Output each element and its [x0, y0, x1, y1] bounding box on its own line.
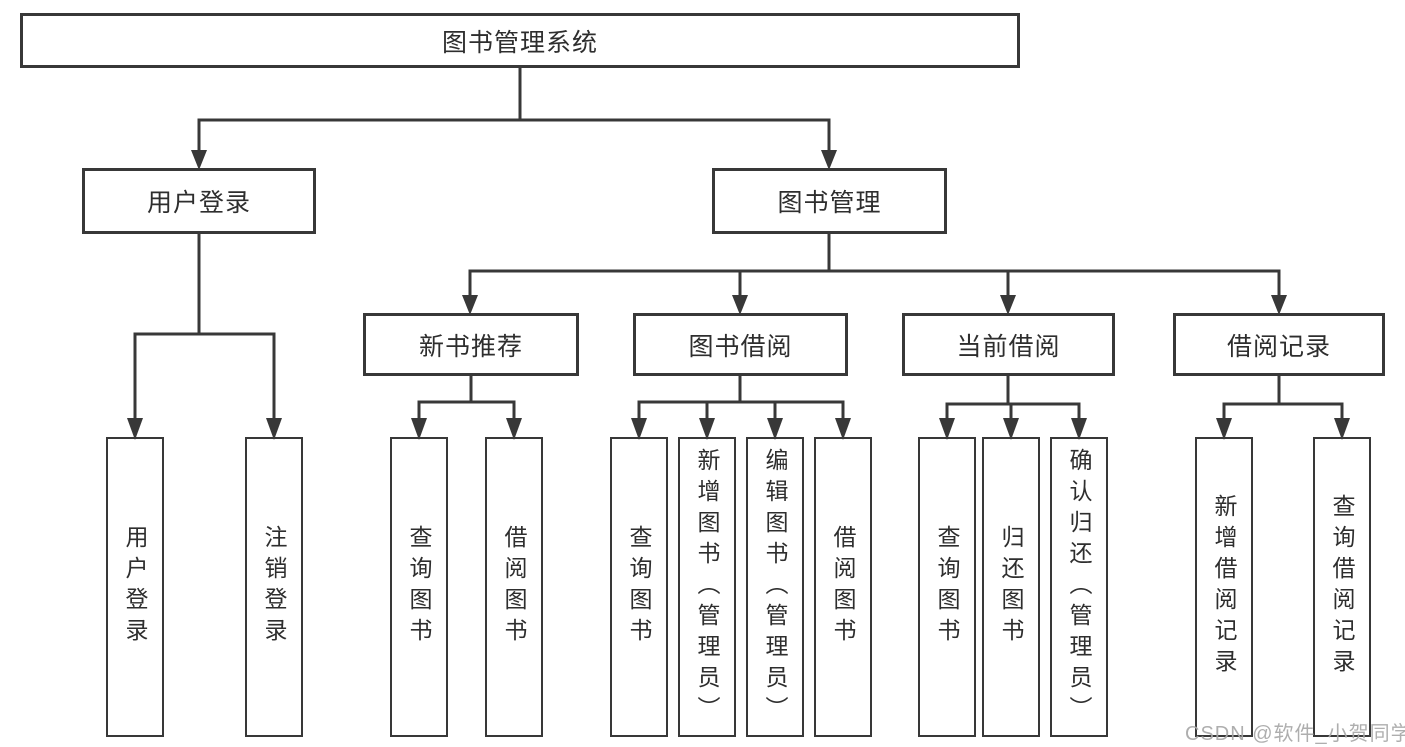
- node-borrowing-records: 借阅记录: [1173, 313, 1385, 376]
- node-new-book-recommend: 新书推荐: [363, 313, 579, 376]
- leaf-add-book-admin: 新增图书（管理员）: [678, 437, 736, 737]
- connector-book-borrowing-to-leaves: [631, 374, 851, 440]
- connector-current-borrowing-to-leaves: [939, 374, 1087, 440]
- leaf-query-borrow-record: 查询借阅记录: [1313, 437, 1371, 737]
- node-book-borrowing: 图书借阅: [633, 313, 848, 376]
- connector-book-management-to-level3: [462, 232, 1287, 315]
- leaf-add-borrow-record: 新增借阅记录: [1195, 437, 1253, 737]
- leaf-return-books: 归还图书: [982, 437, 1040, 737]
- leaf-query-books-recommend: 查询图书: [390, 437, 448, 737]
- leaf-query-books-current: 查询图书: [918, 437, 976, 737]
- node-current-borrowing: 当前借阅: [902, 313, 1115, 376]
- leaf-logout-login: 注销登录: [245, 437, 303, 737]
- leaf-confirm-return-admin: 确认归还（管理员）: [1050, 437, 1108, 737]
- connector-new-book-recommend-to-leaves: [411, 374, 522, 440]
- leaf-user-login: 用户登录: [106, 437, 164, 737]
- leaf-borrow-books: 借阅图书: [814, 437, 872, 737]
- connector-borrowing-records-to-leaves: [1216, 374, 1350, 440]
- node-book-management: 图书管理: [712, 168, 947, 234]
- node-user-login-module: 用户登录: [82, 168, 316, 234]
- csdn-watermark: CSDN @软件_小贺同学: [1185, 723, 1405, 745]
- leaf-edit-book-admin: 编辑图书（管理员）: [746, 437, 804, 737]
- connector-user-login-to-leaves: [127, 232, 282, 440]
- node-library-management-system: 图书管理系统: [20, 13, 1020, 68]
- leaf-borrow-books-recommend: 借阅图书: [485, 437, 543, 737]
- connector-root-to-level2: [191, 66, 837, 170]
- leaf-query-books-borrowing: 查询图书: [610, 437, 668, 737]
